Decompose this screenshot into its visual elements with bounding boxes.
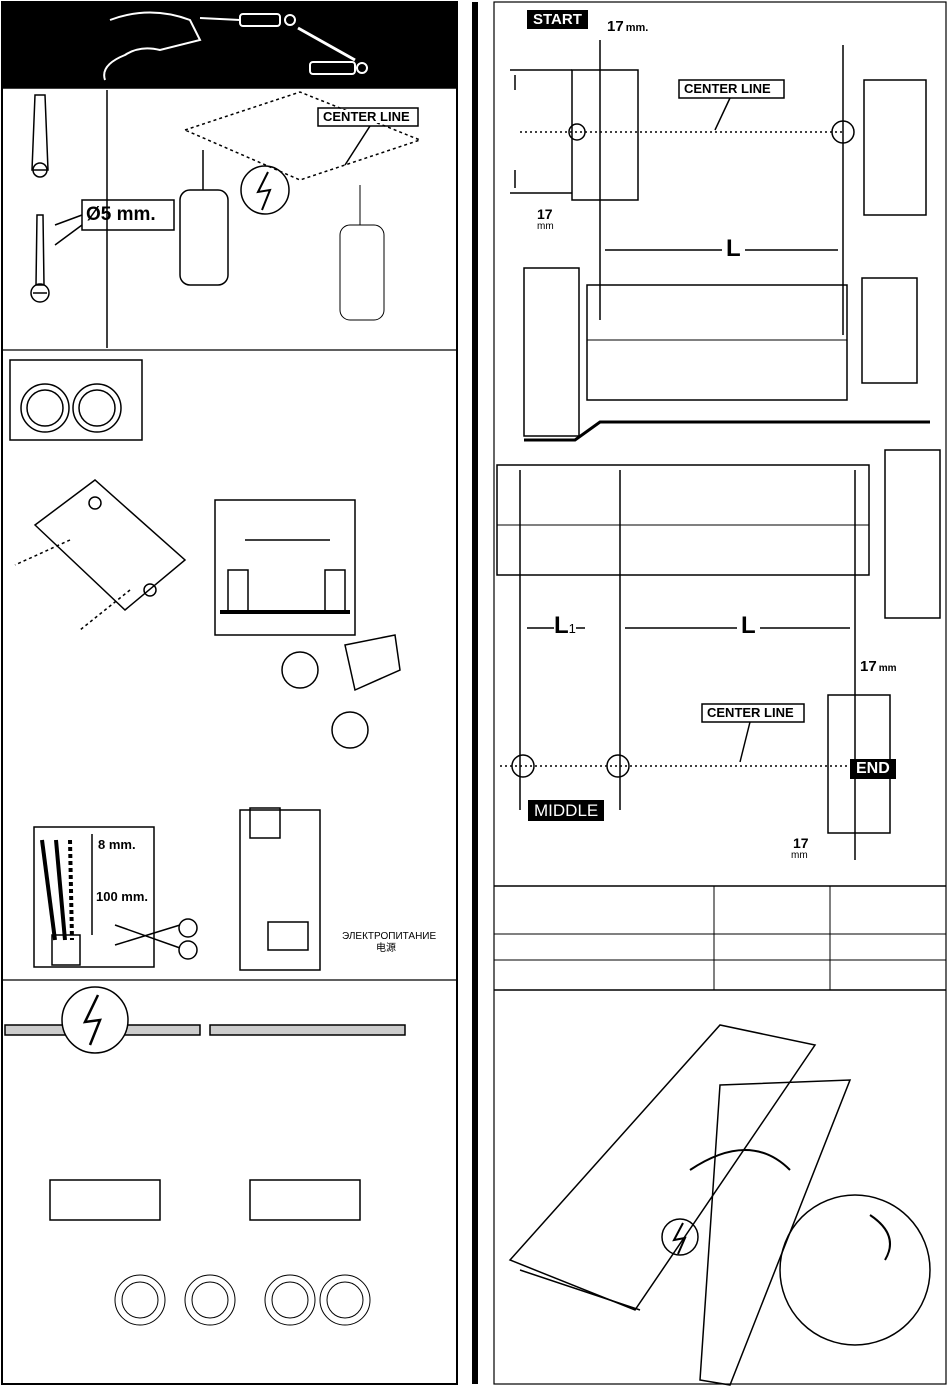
dim-17-top-unit: mm.: [626, 22, 649, 34]
center-line-label-3: CENTER LINE: [704, 706, 797, 719]
distance-L1-letter: L: [554, 612, 569, 639]
heater-panel-bottom: [497, 465, 869, 575]
distance-L1: L1: [554, 614, 576, 638]
spec-table: [494, 886, 946, 990]
drill-icon: [180, 150, 228, 285]
start-label: START: [527, 10, 588, 29]
panel-assembly: [510, 1025, 930, 1385]
junction-box-icon: [345, 635, 400, 690]
divider-bar: [472, 2, 478, 1384]
coil-icon: [21, 384, 121, 432]
terminal-detail: [215, 500, 355, 635]
diameter-value: 5 mm.: [101, 204, 156, 225]
strip-100-label: 100 mm.: [96, 890, 148, 903]
power-label-ru: ЭЛЕКТРОПИТАНИЕ: [342, 932, 436, 942]
screw-icon: [31, 215, 49, 302]
diameter-symbol: Ø: [86, 204, 101, 225]
power-label-cn: 电源: [376, 944, 396, 954]
panel-drill-header: [2, 2, 457, 88]
center-line-label-2: CENTER LINE: [681, 82, 774, 95]
terminal-block: [240, 808, 320, 970]
dim-17-end-bottom-unit: mm: [791, 851, 808, 861]
center-line-label-1: CENTER LINE: [320, 110, 413, 123]
dim-17-top-value: 17: [607, 18, 624, 35]
dim-17-end-bottom: 17: [793, 836, 809, 850]
middle-label: MIDDLE: [528, 800, 604, 821]
start-bracket: [572, 70, 638, 200]
mounting-box-icon: [50, 1180, 360, 1220]
end-label: END: [850, 759, 896, 779]
dim-17-left-unit: mm: [537, 222, 554, 232]
strip-8-label: 8 mm.: [98, 838, 136, 851]
dim-17-left: 17: [537, 207, 553, 221]
distance-L-top: L: [722, 237, 745, 261]
scissors-icon: [115, 919, 197, 959]
diameter-label: Ø5 mm.: [86, 205, 156, 224]
heater-panel-top: [587, 285, 847, 400]
wall-plug-icon: [32, 95, 48, 177]
distance-L-bottom: L: [737, 614, 760, 638]
dim-17-end-top-unit: mm: [879, 663, 897, 674]
dim-17-end-top-value: 17: [860, 658, 877, 675]
distance-L1-sub: 1: [569, 621, 576, 636]
drill-ghost-icon: [340, 185, 384, 320]
panel-left: [2, 2, 457, 1384]
panel-right: [494, 2, 946, 1384]
